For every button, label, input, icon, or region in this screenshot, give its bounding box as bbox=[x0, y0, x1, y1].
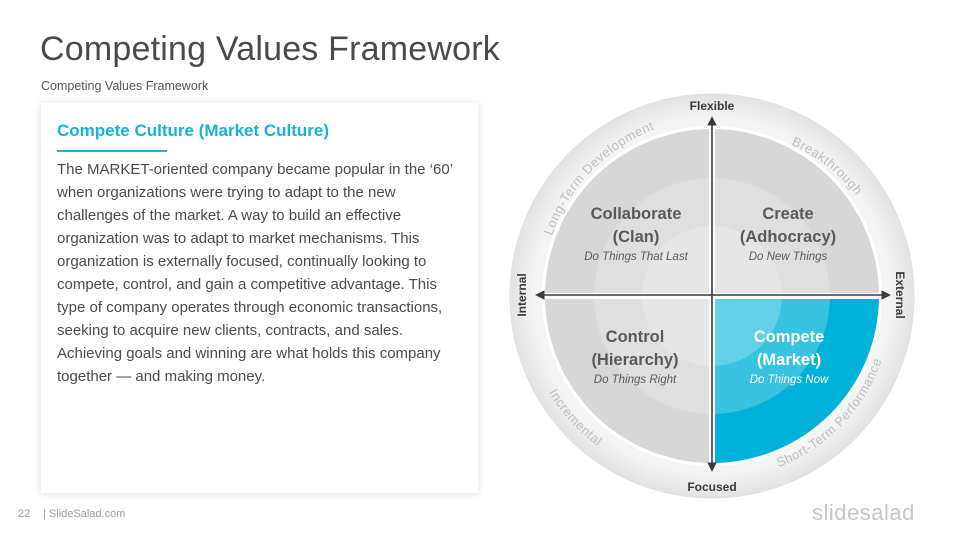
axis-label-top: Flexible bbox=[690, 99, 735, 113]
brand-logo: slidesalad bbox=[812, 500, 915, 525]
quadrant-title-bottom-left: Control bbox=[606, 328, 665, 346]
quadrant-tagline-bottom-right: Do Things Now bbox=[750, 374, 829, 386]
quadrant-top-left[interactable] bbox=[545, 129, 712, 296]
page-number: 22 bbox=[18, 508, 31, 520]
axis-label-right: External bbox=[893, 271, 907, 318]
axis-label-bottom: Focused bbox=[687, 480, 736, 494]
quadrant-tagline-top-left: Do Things That Last bbox=[584, 251, 688, 263]
quadrant-sub-top-left: (Clan) bbox=[613, 228, 660, 246]
page-subtitle: Competing Values Framework bbox=[41, 79, 209, 93]
card-heading: Compete Culture (Market Culture) bbox=[57, 121, 330, 140]
quadrant-bottom-left[interactable] bbox=[545, 296, 712, 463]
axis-label-left: Internal bbox=[515, 273, 529, 316]
card-body-text: The MARKET-oriented company became popul… bbox=[57, 161, 453, 385]
quadrant-sub-top-right: (Adhocracy) bbox=[740, 228, 836, 246]
quadrant-tagline-top-right: Do New Things bbox=[749, 251, 828, 263]
description-card: Compete Culture (Market Culture) The MAR… bbox=[41, 103, 478, 493]
quadrant-top-right[interactable] bbox=[712, 129, 879, 296]
quadrant-title-bottom-right: Compete bbox=[754, 328, 825, 346]
heading-underline bbox=[57, 150, 167, 152]
quadrant-title-top-right: Create bbox=[762, 205, 813, 223]
quadrant-tagline-bottom-left: Do Things Right bbox=[594, 374, 677, 386]
quadrant-sub-bottom-left: (Hierarchy) bbox=[591, 351, 678, 369]
quadrant-bottom-right[interactable] bbox=[712, 296, 879, 463]
quadrant-title-top-left: Collaborate bbox=[591, 205, 682, 223]
page-title: Competing Values Framework bbox=[40, 30, 500, 68]
quadrant-sub-bottom-right: (Market) bbox=[757, 351, 821, 369]
footer-site-link[interactable]: | SlideSalad.com bbox=[43, 508, 126, 520]
